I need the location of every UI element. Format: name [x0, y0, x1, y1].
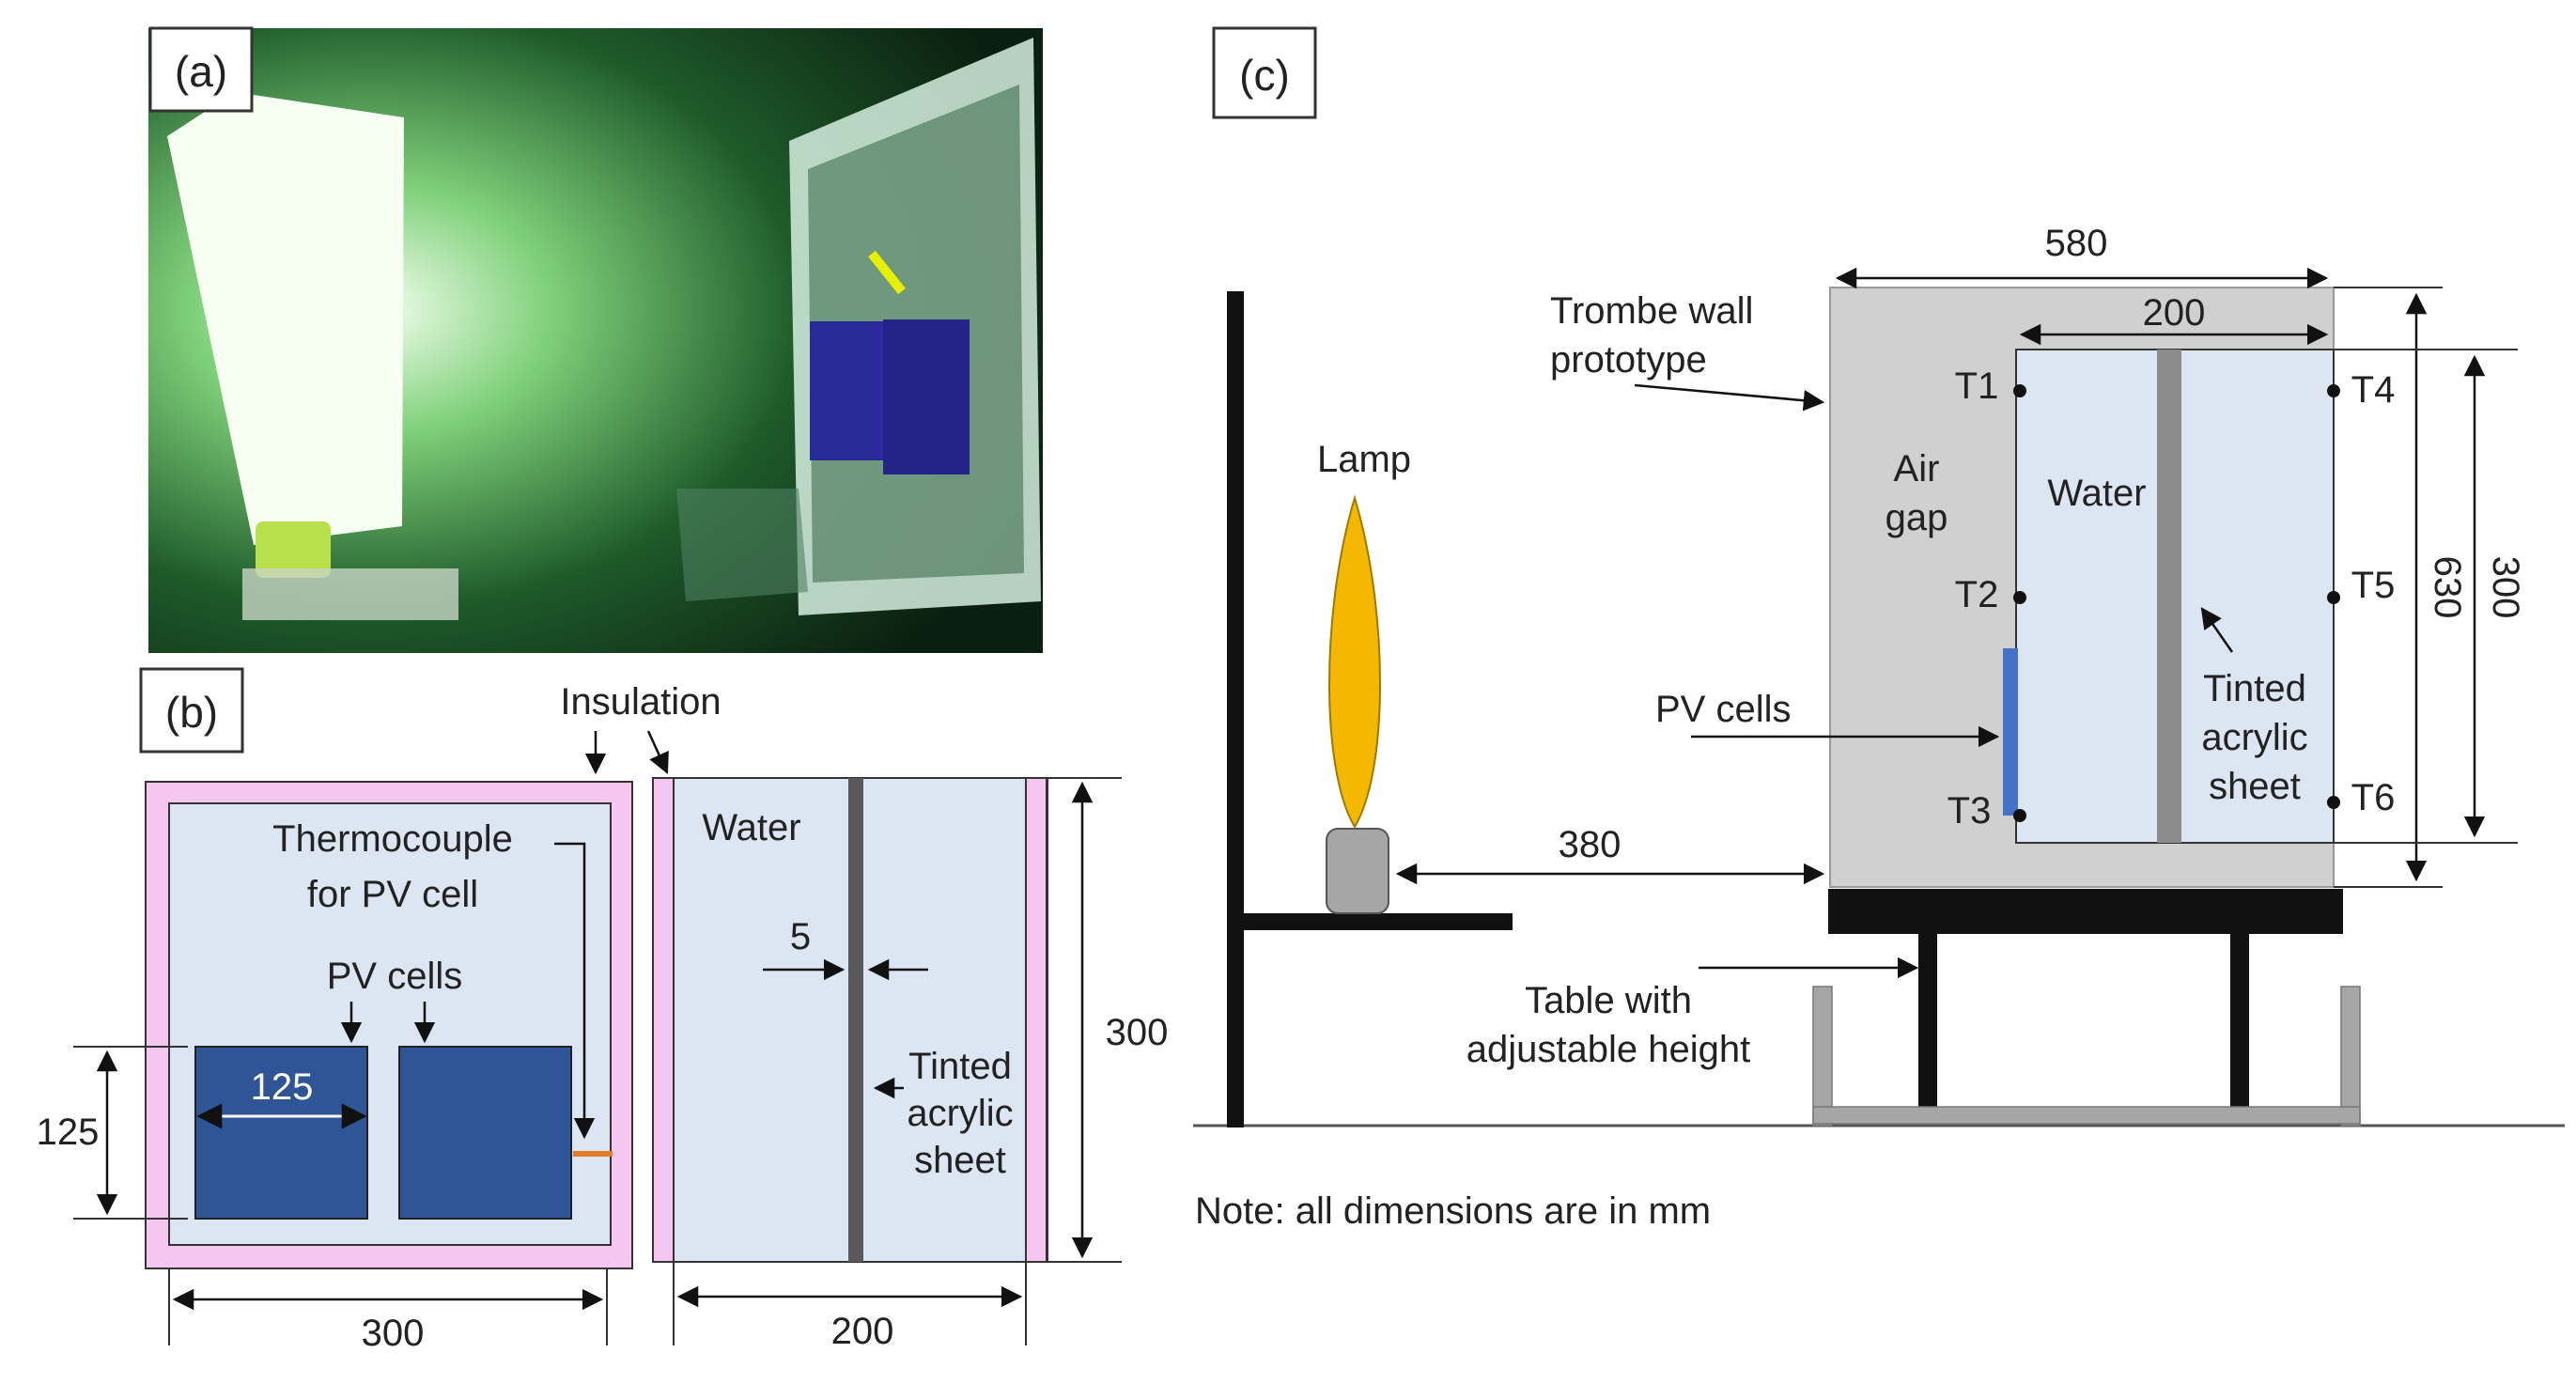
sensor-t5: [2327, 591, 2340, 604]
insulation-arrow-side: [646, 730, 669, 775]
side-height-value: 300: [1106, 1012, 1169, 1053]
panel-a-tag: (a): [175, 47, 227, 96]
lamp-base: [256, 521, 331, 578]
table-frame-right: [2340, 986, 2361, 1127]
panel-b-front-view: [145, 781, 633, 1269]
sensor-t6: [2327, 796, 2340, 809]
tank-height-value: 300: [2485, 556, 2526, 619]
side-width-value: 200: [831, 1311, 894, 1352]
sensor-points: [2013, 384, 2340, 822]
sensor-label-t3: T3: [1948, 790, 1992, 832]
sensor-t1: [2013, 384, 2026, 397]
sensor-t2: [2013, 591, 2026, 604]
lamp-label: Lamp: [1317, 439, 1411, 480]
water-label-b: Water: [702, 807, 800, 848]
table-leg-right: [2230, 934, 2249, 1107]
total-height-value: 630: [2427, 556, 2468, 619]
lamp-stand-pole: [1227, 291, 1244, 1127]
air-gap-label-2: gap: [1885, 497, 1948, 538]
trombe-label-2: prototype: [1550, 339, 1707, 381]
tinted-label-b-1: Tinted: [908, 1046, 1012, 1087]
sensor-label-t2: T2: [1955, 574, 1999, 615]
table-label-2: adjustable height: [1466, 1029, 1750, 1070]
pv-cell-photo: [810, 321, 883, 460]
sensor-label-t5: T5: [2351, 565, 2396, 606]
sensor-label-t1: T1: [1955, 365, 1999, 407]
insulation-right-side: [1025, 777, 1047, 1263]
acrylic-sheet-c: [2157, 350, 2181, 843]
cell-width-value: 125: [251, 1066, 314, 1108]
thermocouple-pointer: [554, 842, 596, 1140]
panel-c-tag: (c): [1239, 51, 1290, 100]
table-top: [1828, 889, 2343, 934]
lamp-distance-value: 380: [1559, 824, 1622, 865]
water-label-c: Water: [2047, 473, 2146, 514]
tinted-label-c-2: acrylic: [2201, 717, 2307, 758]
panel-a-tag-box: [148, 26, 254, 113]
sheet-thickness-value: 5: [790, 916, 811, 957]
pv-cells-c: [2003, 648, 2018, 816]
lamp-reflector: [167, 92, 404, 545]
sensor-label-t4: T4: [2351, 369, 2396, 411]
insulation-left-side: [652, 777, 675, 1263]
front-width-value: 300: [362, 1313, 425, 1354]
thermocouple-label-2: for PV cell: [307, 874, 478, 915]
lamp-stand-shelf: [1227, 913, 1513, 930]
table-leg-left: [1918, 934, 1937, 1107]
pv-cell-left: [194, 1046, 368, 1220]
tinted-label-b-2: acrylic: [907, 1093, 1013, 1134]
total-width-value: 580: [2045, 223, 2108, 264]
tinted-label-c-3: sheet: [2209, 766, 2301, 807]
air-gap-label-1: Air: [1894, 448, 1940, 490]
sensor-t4: [2327, 384, 2340, 397]
tinted-label-c-1: Tinted: [2203, 668, 2306, 709]
lamp-base-c: [1326, 828, 1389, 914]
tinted-label-b-3: sheet: [914, 1140, 1006, 1181]
table-frame-left: [1812, 986, 1833, 1127]
panel-b-side-view: [652, 777, 1048, 1263]
table-frame-bottom: [1812, 1106, 2361, 1125]
acrylic-sheet-side: [848, 778, 863, 1262]
sensor-label-t6: T6: [2351, 777, 2396, 818]
lamp-bulb: [1328, 494, 1381, 829]
pv-cells-label-b: PV cells: [327, 956, 463, 997]
trombe-label-1: Trombe wall: [1550, 290, 1753, 332]
cell-height-value: 125: [37, 1112, 100, 1153]
pv-cells-label-c: PV cells: [1655, 689, 1792, 730]
panel-c-tag-box: [1212, 26, 1317, 119]
insulation-label: Insulation: [560, 681, 721, 723]
thermocouple-label-1: Thermocouple: [272, 818, 513, 860]
sensor-t3: [2013, 809, 2026, 822]
table-label-1: Table with: [1525, 980, 1692, 1021]
tinted-pointer-c: [2200, 607, 2234, 653]
units-note: Note: all dimensions are in mm: [1195, 1190, 1711, 1232]
panel-a-photo: [148, 28, 1043, 653]
panel-b-tag: (b): [165, 688, 218, 737]
panel-b-tag-box: [139, 667, 244, 754]
trombe-pointer: [1634, 383, 1825, 412]
pv-cell-right: [398, 1046, 572, 1220]
tank-width-value: 200: [2143, 292, 2206, 334]
